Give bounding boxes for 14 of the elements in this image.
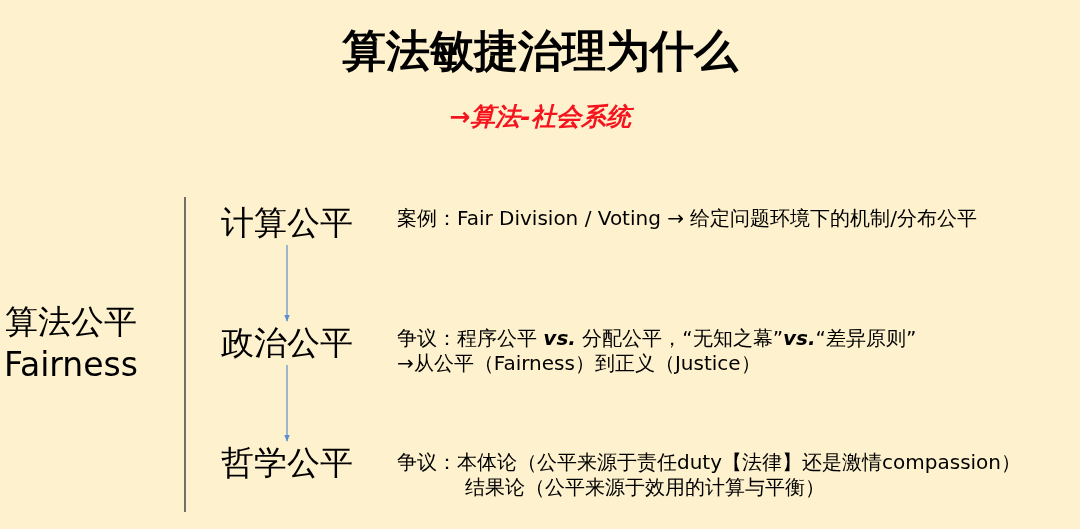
arrow [284, 364, 290, 442]
description-text: 争议：本体论（公平来源于责任duty【法律】还是激情compassion） [397, 450, 1022, 474]
category-label: 计算公平 [212, 203, 362, 243]
description-text: →从公平（Fairness）到正义（Justice） [397, 351, 761, 375]
category-label: 哲学公平 [212, 443, 362, 483]
arrow [284, 244, 290, 322]
subtitle-text: →算法-社会系统 [0, 100, 1080, 133]
category-label: 算法公平 [4, 301, 138, 343]
description-text: 案例：Fair Division / Voting → 给定问题环境下的机制/分布公平 [397, 206, 978, 230]
description-text: 争议：程序公平 vs. 分配公平，“无知之幕”vs.“差异原则” [397, 326, 917, 350]
title-text: 算法敏捷治理为什么 [341, 24, 740, 78]
category-label: 政治公平 [212, 323, 362, 363]
description-text: 结果论（公平来源于效用的计算与平衡） [465, 475, 825, 499]
category-label: Fairness [3, 345, 139, 384]
